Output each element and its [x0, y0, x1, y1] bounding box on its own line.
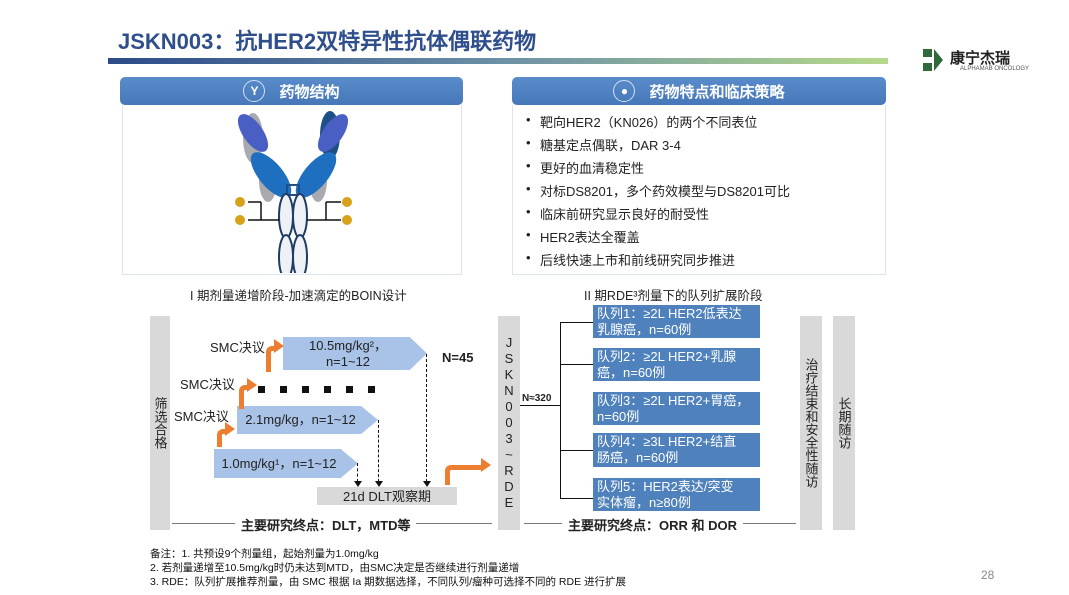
cohort-line: 队列5：HER2表达/突变: [597, 478, 734, 494]
cohort-2: 队列2：≥2L HER2+乳腺癌，n=60例: [593, 348, 760, 381]
features-panel-body: [512, 105, 886, 275]
target-icon: ●: [613, 80, 636, 102]
cohort-line: 队列2：≥2L HER2+乳腺: [597, 348, 737, 364]
cohort-4: 队列4：≥3L HER2+结直肠癌，n=60例: [593, 433, 760, 467]
smc-decision-label: SMC决议: [174, 409, 229, 424]
arrowhead-icon: [247, 378, 257, 392]
cohort-line: 肠癌，n=60例: [597, 450, 679, 465]
page-title: JSKN003：抗HER2双特异性抗体偶联药物: [118, 29, 537, 54]
arrowhead-icon: [423, 481, 431, 487]
dose-step-2.1: 2.1mg/kg，n=1~12: [237, 406, 378, 434]
dose-step-10.5: 10.5mg/kg²，n=1~12: [283, 337, 427, 370]
page-number: 28: [981, 568, 995, 582]
feature-bullet: 更好的血清稳定性: [526, 158, 644, 177]
ellipsis-dot: [346, 386, 353, 393]
cohort-line: 乳腺癌，n=60例: [597, 321, 692, 337]
phase2-n: N≈320: [522, 393, 552, 404]
ellipsis-dot: [280, 386, 287, 393]
cohort-1: 队列1：≥2L HER2低表达乳腺癌，n=60例: [593, 305, 760, 338]
ellipsis-dot: [302, 386, 309, 393]
dashed-connector: [378, 420, 379, 482]
arrowhead-icon: [354, 481, 362, 487]
cohort-5: 队列5：HER2表达/突变实体瘤，n≥80例: [593, 478, 760, 511]
bracket-line: [520, 405, 560, 406]
bracket-line: [560, 322, 561, 499]
logo-subtext: ALPHAMAB ONCOLOGY: [960, 66, 1030, 72]
smc-decision-label: SMC决议: [210, 340, 265, 355]
antibody-icon: Y: [243, 80, 266, 102]
ellipsis-dot: [324, 386, 331, 393]
feature-bullet: 靶向HER2（KN026）的两个不同表位: [526, 112, 757, 131]
ellipsis-dot: [368, 386, 375, 393]
feature-bullet: 糖基定点偶联，DAR 3-4: [526, 135, 681, 154]
cohort-line: 癌，n=60例: [597, 364, 666, 380]
safety-followup-label: 治疗结束和安全性随访: [803, 358, 819, 488]
cohort-line: 实体瘤，n≥80例: [597, 494, 691, 510]
phase2-endpoint: 主要研究终点：ORR 和 DOR: [562, 515, 744, 534]
dose-label: 10.5mg/kg²，: [308, 337, 388, 353]
antibody-structure-diagram: [235, 111, 352, 280]
features-panel-title: 药物特点和临床策略: [649, 83, 785, 101]
bracket-line: [560, 364, 593, 365]
arrowhead-icon: [481, 458, 491, 472]
logo-mark-icon: [923, 49, 943, 71]
escalation-arrow: [266, 346, 276, 372]
footnote: 2. 若剂量递增至10.5mg/kg时仍未达到MTD，由SMC决定是否继续进行剂…: [150, 562, 520, 574]
transition-arrow: [445, 465, 481, 485]
bracket-line: [560, 322, 593, 323]
phase1-n: N=45: [442, 350, 474, 365]
phase1-label: I 期剂量递增阶段-加速滴定的BOIN设计: [190, 289, 407, 303]
dose-n-label: n=1~12: [325, 353, 371, 369]
logo-text: 康宁杰瑞: [950, 50, 1011, 67]
cohort-3: 队列3：≥2L HER2+胃癌，n=60例: [593, 392, 760, 425]
smc-decision-label: SMC决议: [180, 377, 235, 392]
feature-bullet: HER2表达全覆盖: [526, 227, 640, 246]
cohort-line: 队列1：≥2L HER2低表达: [597, 305, 742, 321]
screening-label: 筛选合格: [152, 397, 168, 449]
dose-step-1.0: 1.0mg/kg¹，n=1~12: [214, 449, 358, 478]
dlt-observation-period: 21d DLT观察期: [317, 487, 457, 505]
bracket-line: [560, 450, 593, 451]
features-panel-header: ● 药物特点和临床策略: [512, 77, 886, 105]
escalation-arrow: [239, 385, 249, 409]
phase2-label: II 期RDE³剂量下的队列扩展阶段: [584, 289, 763, 303]
footnote: 备注：1. 共预设9个剂量组，起始剂量为1.0mg/kg: [150, 548, 379, 560]
feature-bullet: 后线快速上市和前线研究同步推进: [526, 250, 735, 269]
company-logo: 康宁杰瑞 ALPHAMAB ONCOLOGY: [920, 45, 1050, 77]
cohort-line: 队列4：≥3L HER2+结直: [597, 434, 737, 449]
safety-followup-bar: 治疗结束和安全性随访: [800, 316, 822, 530]
bracket-line: [560, 498, 593, 499]
structure-panel-body: [122, 105, 462, 280]
structure-panel-title: 药物结构: [279, 83, 340, 101]
title-divider: [108, 58, 888, 64]
arrowhead-icon: [274, 339, 284, 353]
long-term-followup-bar: 长期随访: [833, 316, 855, 530]
dashed-connector: [426, 354, 427, 482]
phase1-endpoint: 主要研究终点：DLT，MTD等: [235, 515, 417, 534]
structure-panel-header: Y 药物结构: [120, 77, 463, 105]
dashed-connector: [357, 463, 358, 482]
feature-bullet: 对标DS8201，多个药效模型与DS8201可比: [526, 181, 790, 200]
drug-bar: JSKN003~RDE: [498, 316, 520, 530]
arrowhead-icon: [375, 481, 383, 487]
ellipsis-dot: [258, 386, 265, 393]
screening-bar: 筛选合格: [150, 316, 170, 530]
dlt-label: 21d DLT观察期: [343, 488, 431, 504]
footnote: 3. RDE：队列扩展推荐剂量，由 SMC 根据 Ia 期数据选择，不同队列/瘤…: [150, 576, 627, 588]
cohort-line: 队列3：≥2L HER2+胃癌，: [597, 392, 750, 408]
arrowhead-icon: [225, 422, 235, 436]
cohort-line: n=60例: [597, 408, 640, 424]
feature-bullet: 临床前研究显示良好的耐受性: [526, 204, 709, 223]
long-term-followup-label: 长期随访: [836, 397, 852, 449]
escalation-arrow: [217, 429, 227, 447]
